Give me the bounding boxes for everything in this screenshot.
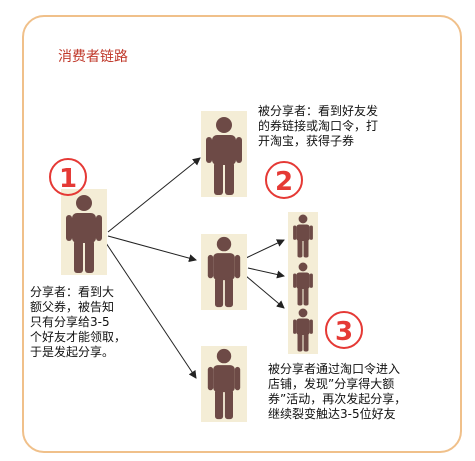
person-icon-middle <box>207 236 241 308</box>
step-3-line: 被分享者通过淘口令进入 <box>268 362 401 376</box>
arrow-sub-3 <box>245 275 285 309</box>
person-icon-bottom <box>207 348 241 420</box>
arrow-sub-2 <box>247 267 285 279</box>
person-icon-sub-1 <box>293 214 313 258</box>
step-1-line: 额父券，被告知 <box>30 300 115 314</box>
diagram-title: 消费者链路 <box>58 49 128 65</box>
step-3-line: 继续裂变触达3-5位好友 <box>268 407 396 421</box>
step-3-line: 店铺，发现”分享得大额 <box>268 377 395 391</box>
step-2-line: 开淘宝，获得子券 <box>258 134 355 148</box>
person-icon-sub-2 <box>293 262 313 306</box>
person-icon-sub-3 <box>293 308 313 352</box>
arrow-to-middle <box>107 235 197 263</box>
step-number-2: 2 <box>265 161 303 199</box>
step-1-line: 个好友才能领取， <box>30 330 127 344</box>
step-1-line: 分享者：看到大 <box>30 285 115 299</box>
arrow-to-top <box>107 157 201 233</box>
step-3-description: 被分享者通过淘口令进入 店铺，发现”分享得大额 券”活动，再次发起分享， 继续裂… <box>268 362 406 422</box>
step-2-line: 的券链接或淘口令，打 <box>258 119 379 133</box>
step-1-description: 分享者：看到大 额父券，被告知 只有分享给3-5 个好友才能领取， 于是发起分享… <box>30 285 126 360</box>
step-1-line: 只有分享给3-5 <box>30 315 110 329</box>
step-3-line: 券”活动，再次发起分享， <box>268 392 407 406</box>
step-1-line: 于是发起分享。 <box>30 345 115 359</box>
step-number-1: 1 <box>49 158 87 196</box>
step-2-description: 被分享者：看到好友发 的券链接或淘口令，打 开淘宝，获得子券 <box>258 104 378 149</box>
step-number-3: 3 <box>325 311 363 349</box>
arrow-sub-1 <box>245 239 285 259</box>
arrow-to-bottom <box>103 239 197 379</box>
person-icon-top <box>206 117 242 195</box>
step-2-line: 被分享者：看到好友发 <box>258 104 379 118</box>
person-icon-sharer <box>66 195 102 273</box>
